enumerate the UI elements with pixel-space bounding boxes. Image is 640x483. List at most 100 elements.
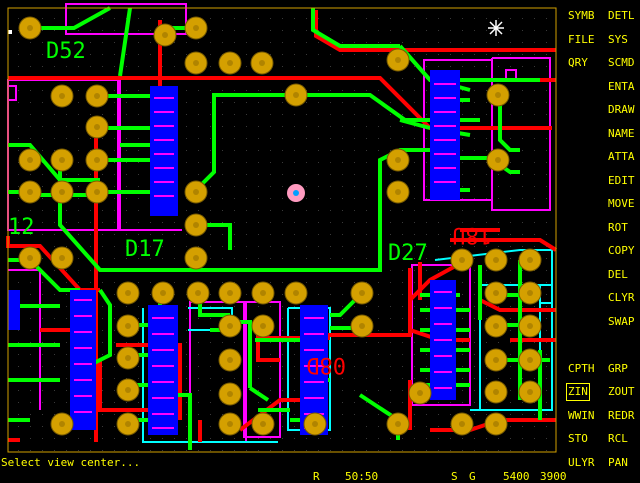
pad-drill <box>94 124 100 130</box>
menu-item-ulyr[interactable]: ULYR <box>568 455 595 469</box>
designator-08d: 08D <box>306 352 346 377</box>
pad-drill <box>395 157 401 163</box>
cursor-star-icon <box>488 20 504 36</box>
pad-drill <box>495 92 501 98</box>
pad-drill <box>227 391 233 397</box>
pad-drill <box>193 25 199 31</box>
designator-12: 12 <box>8 215 35 240</box>
menu-item-edit[interactable]: EDIT <box>608 173 635 187</box>
pad-drill <box>94 93 100 99</box>
pad-drill <box>195 290 201 296</box>
pad-drill <box>260 421 266 427</box>
pad-drill <box>395 57 401 63</box>
menu-item-symb[interactable]: SYMB <box>568 9 595 22</box>
pad-drill <box>493 290 499 296</box>
pad-drill <box>162 32 168 38</box>
pad-drill <box>527 389 533 395</box>
command-prompt: Select view center... <box>1 456 141 469</box>
pad-drill <box>293 290 299 296</box>
zoom-ratio: 50:50 <box>345 470 379 483</box>
menu-item-atta[interactable]: ATTA <box>608 150 635 163</box>
menu-item-cpth[interactable]: CPTH <box>568 361 595 375</box>
pad-drill <box>227 290 233 296</box>
pad-drill <box>160 290 166 296</box>
designator-d17: D17 <box>125 237 165 262</box>
designator-d27: D27 <box>388 241 428 266</box>
pad-drill <box>27 25 33 31</box>
menu-item-redr[interactable]: REDR <box>608 408 635 422</box>
pad-drill <box>527 357 533 363</box>
menu-item-name[interactable]: NAME <box>608 126 635 140</box>
status-bar: Select view center... R 50:50 S G 5400 3… <box>0 456 640 483</box>
pad-drill <box>27 157 33 163</box>
menu-item-pan[interactable]: PAN <box>608 455 628 469</box>
pad-drill <box>125 323 131 329</box>
pad-drill <box>59 421 65 427</box>
pad-drill <box>459 257 465 263</box>
menu-item-zin[interactable]: ZIN <box>566 383 590 401</box>
pad-drill <box>59 189 65 195</box>
pad-drill <box>193 255 199 261</box>
designator-d52: D52 <box>46 39 86 64</box>
pad-drill <box>493 323 499 329</box>
menu-item-grp[interactable]: GRP <box>608 361 628 375</box>
pad-drill <box>527 323 533 329</box>
pad-drill <box>359 290 365 296</box>
pad-drill <box>417 390 423 396</box>
menu-item-qry[interactable]: QRY <box>568 56 588 69</box>
pad-drill <box>260 290 266 296</box>
menu-item-sto[interactable]: STO <box>568 432 588 445</box>
menu-item-enta[interactable]: ENTA <box>608 79 635 93</box>
pad-drill <box>227 323 233 329</box>
pad-drill <box>125 290 131 296</box>
pad-drill <box>193 189 199 195</box>
menu-item-zout[interactable]: ZOUT <box>608 385 635 398</box>
pad-drill <box>227 421 233 427</box>
pad-drill <box>395 421 401 427</box>
pad-drill <box>227 357 233 363</box>
pad-drill <box>227 60 233 66</box>
pad-drill <box>359 323 365 329</box>
pad-drill <box>94 157 100 163</box>
designator-18u: 18U <box>452 222 492 247</box>
pad-drill <box>27 189 33 195</box>
menu-item-rot[interactable]: ROT <box>608 220 628 234</box>
menu-item-draw[interactable]: DRAW <box>608 103 635 116</box>
grid-label: G <box>469 470 476 483</box>
pad-drill <box>59 157 65 163</box>
pad-drill <box>260 323 266 329</box>
command-menu: SYMB FILE QRY CPTH ZIN WWIN STO ULYR DETL SYS SCMD… <box>560 0 640 469</box>
pad-drill <box>395 189 401 195</box>
menu-item-scmd[interactable]: SCMD <box>608 56 635 69</box>
pads <box>18 16 542 436</box>
pad-drill <box>493 389 499 395</box>
pad-drill <box>493 357 499 363</box>
menu-item-wwin[interactable]: WWIN <box>568 408 595 422</box>
edge-markers <box>8 30 16 330</box>
pad-drill <box>193 222 199 228</box>
pad-drill <box>493 421 499 427</box>
fiducial-marker <box>287 184 305 202</box>
pad-drill <box>125 355 131 361</box>
pad-drill <box>125 387 131 393</box>
pad-drill <box>125 421 131 427</box>
menu-item-move[interactable]: MOVE <box>608 197 635 210</box>
board-frame <box>7 7 557 453</box>
menu-item-detl[interactable]: DETL <box>608 9 635 22</box>
pad-drill <box>94 189 100 195</box>
menu-item-clyr[interactable]: CLYR <box>608 291 635 304</box>
menu-item-copy[interactable]: COPY <box>608 244 635 257</box>
menu-item-swap[interactable]: SWAP <box>608 314 635 328</box>
snap-label: S <box>451 470 458 483</box>
menu-item-del[interactable]: DEL <box>608 267 628 281</box>
pcb-canvas[interactable]: D52 D17 D27 12 18U 08D <box>0 0 560 456</box>
menu-item-sys[interactable]: SYS <box>608 32 628 46</box>
menu-item-file[interactable]: FILE <box>568 32 595 46</box>
pad-drill <box>59 93 65 99</box>
pad-drill <box>312 421 318 427</box>
pad-drill <box>527 257 533 263</box>
menu-item-rcl[interactable]: RCL <box>608 432 628 445</box>
pad-drill <box>259 60 265 66</box>
y-coordinate: 3900 <box>540 470 567 483</box>
pad-drill <box>495 157 501 163</box>
